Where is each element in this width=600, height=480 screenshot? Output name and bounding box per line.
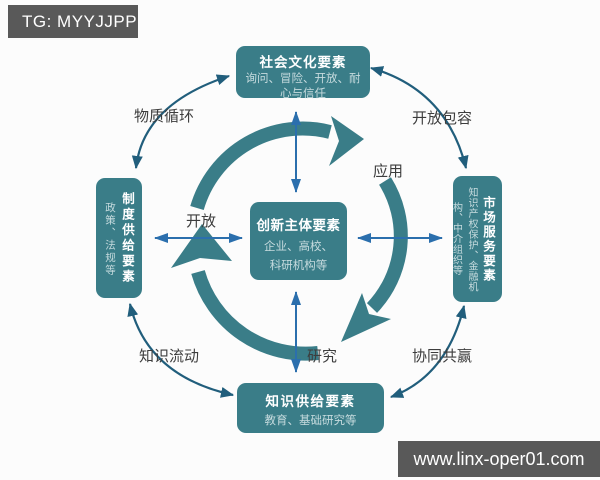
website-watermark: www.linx-oper01.com [398,441,600,477]
box-market-service: 市场服务要素 知识产权保护、金融机构、中介组织等 [451,176,502,302]
box-institution-supply-title: 制度供给要素 [120,191,134,285]
box-knowledge-supply-title: 知识供给要素 [265,394,356,409]
label-knowledge-flow: 知识流动 [139,348,200,365]
label-win-win: 协同共赢 [412,348,473,365]
box-knowledge-supply: 知识供给要素 教育、基础研究等 [237,383,384,433]
label-application: 应用 [373,163,404,180]
cross-connectors [154,111,443,373]
box-institution-supply: 制度供给要素 政策、法规等 [96,178,142,298]
box-social-culture-title: 社会文化要素 [259,55,347,70]
box-social-culture: 社会文化要素 询问、冒险、开放、耐心与信任 [236,46,370,100]
curve-win-win [389,304,467,399]
box-innovation-subject-title: 创新主体要素 [256,218,341,233]
telegram-watermark: TG: MYYJJPP [8,5,138,38]
cycle-arrow-right [341,177,408,342]
box-social-culture-subtitle: 询问、冒险、开放、耐心与信任 [245,73,361,100]
label-openness: 开放 [186,213,217,230]
label-material-cycle: 物质循环 [134,108,195,125]
diagonal-connectors [127,66,469,399]
box-market-service-title: 市场服务要素 [481,195,495,283]
box-innovation-subject-subtitle: 企业、高校、科研机构等 [264,241,333,272]
cycle-arrow-top [190,116,364,211]
box-institution-supply-subtitle: 政策、法规等 [104,201,116,277]
box-knowledge-supply-subtitle: 教育、基础研究等 [264,415,357,427]
curve-open-inclusive [369,66,469,170]
curve-material-cycle [131,74,231,170]
box-innovation-subject: 创新主体要素 企业、高校、科研机构等 [250,202,347,280]
label-research: 研究 [307,348,338,365]
box-market-service-subtitle: 知识产权保护、金融机构、中介组织等 [450,186,478,292]
curve-knowledge-flow [127,302,235,398]
label-open-inclusive: 开放包容 [412,110,473,127]
